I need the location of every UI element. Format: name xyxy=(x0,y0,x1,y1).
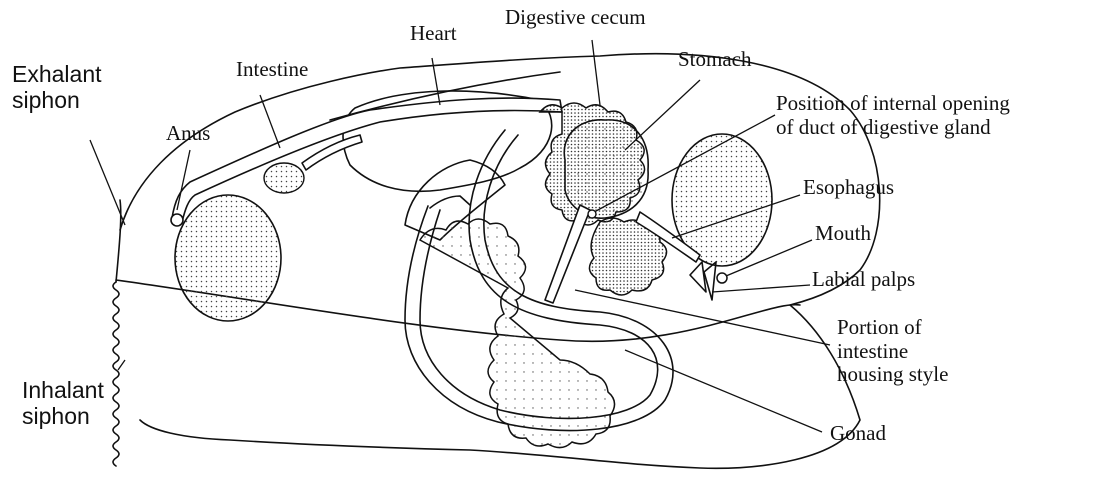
anus-opening xyxy=(171,214,183,226)
label-duct-opening: Position of internal opening of duct of … xyxy=(776,92,1010,139)
label-stomach: Stomach xyxy=(678,48,752,72)
labial-palp-2 xyxy=(704,262,716,300)
mouth-opening xyxy=(717,273,727,283)
inhalant-siphon-edge xyxy=(113,282,119,466)
label-exhalant-siphon: Exhalant siphon xyxy=(12,62,102,114)
label-esophagus: Esophagus xyxy=(803,176,894,200)
labial-palp-1 xyxy=(690,262,706,292)
label-mouth: Mouth xyxy=(815,222,871,246)
leader-labial-palps xyxy=(712,285,810,292)
leader-exhalant xyxy=(90,140,125,225)
label-style-intestine: Portion of intestine housing style xyxy=(837,316,948,387)
label-anus: Anus xyxy=(166,122,210,146)
leader-style xyxy=(575,290,830,345)
label-heart: Heart xyxy=(410,22,457,46)
posterior-adductor xyxy=(175,195,281,321)
leader-cecum xyxy=(592,40,600,105)
intestine-loop-inner2 xyxy=(430,196,470,208)
label-inhalant-siphon: Inhalant siphon xyxy=(22,378,104,430)
leader-intestine xyxy=(260,95,280,148)
leader-inhalant xyxy=(118,360,125,370)
leader-gonad xyxy=(625,350,822,432)
label-labial-palps: Labial palps xyxy=(812,268,915,292)
label-intestine: Intestine xyxy=(236,58,308,82)
leader-stomach xyxy=(625,80,700,150)
label-digestive-cecum: Digestive cecum xyxy=(505,6,646,30)
retractor-blob xyxy=(264,163,304,193)
duct-opening-mark xyxy=(588,210,596,218)
label-gonad: Gonad xyxy=(830,422,886,446)
stomach-body xyxy=(564,120,648,218)
